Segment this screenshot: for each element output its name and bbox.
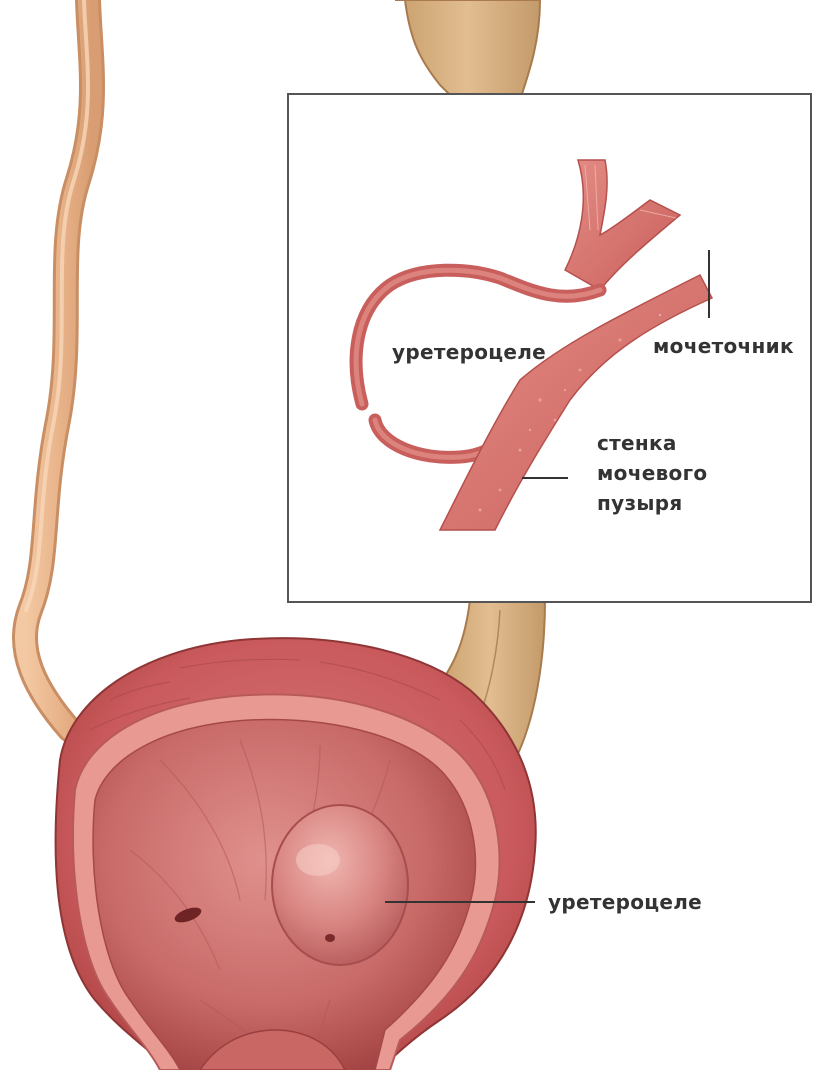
bladder-ureterocele-label: уретероцеле [548, 888, 702, 916]
inset-wall-label-line-1: стенка [597, 428, 707, 458]
inset-wall-label-line-2: мочевого [597, 458, 707, 488]
inset-ureterocele-label: уретероцеле [392, 338, 546, 366]
inset-ureter-label: мочеточник [653, 332, 794, 360]
inset-wall-label-line-3: пузыря [597, 488, 707, 518]
left-ureter [25, 0, 92, 730]
inset-bladder-wall-label: стенка мочевого пузыря [597, 428, 707, 518]
bladder-ureterocele [272, 805, 408, 965]
